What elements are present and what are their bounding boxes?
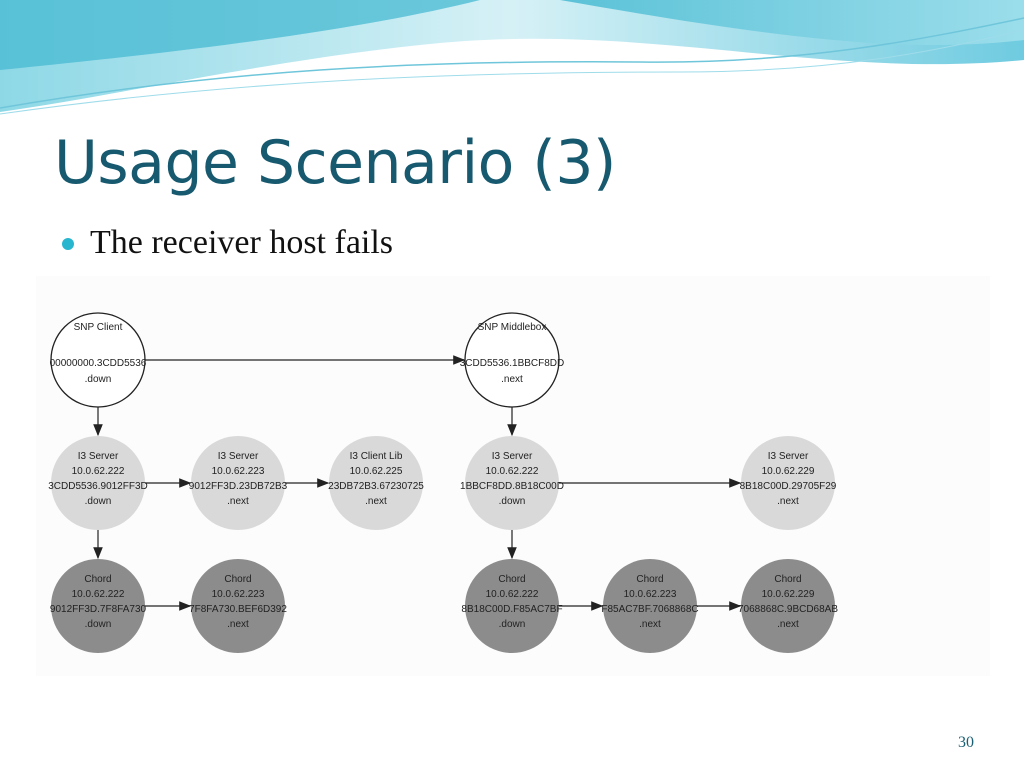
node-label-line: .next	[365, 496, 387, 507]
node-circle	[465, 559, 559, 653]
node-label-line: 7068868C.9BCD68AB	[738, 604, 838, 615]
node-label-line: 10.0.62.223	[624, 589, 677, 600]
node-circle	[741, 436, 835, 530]
node-label-line: Chord	[636, 574, 663, 585]
node-label-line: I3 Server	[218, 451, 259, 462]
node-label-line: .down	[85, 374, 112, 385]
node-label-line: 8B18C00D.29705F29	[740, 481, 837, 492]
node-label-line: 9012FF3D.7F8FA730	[50, 604, 147, 615]
node-label-line: .next	[639, 619, 661, 630]
node-chord-223-a: Chord 10.0.62.223 7F8FA730.BEF6D392 .next	[189, 559, 287, 653]
bullet-text: The receiver host fails	[90, 224, 394, 261]
node-label-line: 10.0.62.223	[212, 466, 265, 477]
node-label-line: .next	[777, 619, 799, 630]
node-label-line: .down	[499, 619, 526, 630]
node-label-line: 10.0.62.229	[762, 589, 815, 600]
node-label-line: SNP Middlebox	[478, 322, 547, 333]
node-snp-client: SNP Client 00000000.3CDD5536 .down	[50, 312, 147, 408]
node-chord-222-b: Chord 10.0.62.222 8B18C00D.F85AC7BF .down	[461, 559, 563, 653]
node-label-line: 3CDD5536.9012FF3D	[48, 481, 148, 492]
node-label-line: SNP Client	[74, 322, 123, 333]
node-circle	[465, 436, 559, 530]
node-label-line: 10.0.62.229	[762, 466, 815, 477]
node-circle	[191, 436, 285, 530]
node-label-line: .next	[777, 496, 799, 507]
node-snp-middlebox: SNP Middlebox 3CDD5536.1BBCF8DD .next	[460, 312, 565, 408]
node-label-line: Chord	[498, 574, 525, 585]
header-wave-decoration	[0, 0, 1024, 115]
node-label-line: 10.0.62.222	[486, 589, 539, 600]
node-circle	[51, 559, 145, 653]
node-circle	[741, 559, 835, 653]
bullet-item: The receiver host fails	[62, 224, 393, 262]
node-label-line: 9012FF3D.23DB72B3	[189, 481, 288, 492]
node-chord-229: Chord 10.0.62.229 7068868C.9BCD68AB .next	[738, 559, 838, 653]
node-label-line: 8B18C00D.F85AC7BF	[461, 604, 562, 615]
node-label-line: Chord	[774, 574, 801, 585]
node-i3-server-222-a: I3 Server 10.0.62.222 3CDD5536.9012FF3D .do…	[48, 436, 148, 530]
node-circle	[329, 436, 423, 530]
slide-title: Usage Scenario (3)	[54, 128, 616, 198]
slide-number: 30	[958, 734, 974, 751]
diagram-canvas: SNP Client 00000000.3CDD5536 .down SNP Midd…	[48, 312, 838, 653]
node-label-line: F85AC7BF.7068868C	[601, 604, 698, 615]
node-label-line: 10.0.62.222	[72, 589, 125, 600]
scenario-diagram: SNP Client 00000000.3CDD5536 .down SNP Midd…	[36, 276, 990, 676]
node-label-line: .next	[501, 374, 523, 385]
node-label-line: 23DB72B3.67230725	[328, 481, 424, 492]
node-i3-server-223: I3 Server 10.0.62.223 9012FF3D.23DB72B3 .ne…	[189, 436, 288, 530]
node-label-line: I3 Server	[78, 451, 119, 462]
node-circle	[50, 312, 146, 408]
node-circle	[51, 436, 145, 530]
node-label-line: 1BBCF8DD.8B18C00D	[460, 481, 564, 492]
node-label-line: I3 Server	[768, 451, 809, 462]
node-label-line: 00000000.3CDD5536	[50, 358, 147, 369]
node-label-line: Chord	[224, 574, 251, 585]
node-label-line: Chord	[84, 574, 111, 585]
node-chord-222-a: Chord 10.0.62.222 9012FF3D.7F8FA730 .down	[50, 559, 147, 653]
bullet-dot-icon	[62, 238, 74, 250]
node-i3-server-229: I3 Server 10.0.62.229 8B18C00D.29705F29 .ne…	[740, 436, 837, 530]
node-label-line: 10.0.62.223	[212, 589, 265, 600]
node-label-line: I3 Server	[492, 451, 533, 462]
node-i3-client-lib-225: I3 Client Lib 10.0.62.225 23DB72B3.6723072…	[328, 436, 424, 530]
node-label-line: .down	[85, 496, 112, 507]
node-label-line: 3CDD5536.1BBCF8DD	[460, 358, 565, 369]
node-circle	[191, 559, 285, 653]
node-i3-server-222-b: I3 Server 10.0.62.222 1BBCF8DD.8B18C00D .do…	[460, 436, 564, 530]
node-label-line: .down	[499, 496, 526, 507]
node-label-line: .next	[227, 496, 249, 507]
node-label-line: .next	[227, 619, 249, 630]
node-label-line: 10.0.62.222	[72, 466, 125, 477]
node-circle	[464, 312, 560, 408]
node-label-line: 10.0.62.222	[486, 466, 539, 477]
node-label-line: 7F8FA730.BEF6D392	[189, 604, 287, 615]
node-label-line: 10.0.62.225	[350, 466, 403, 477]
node-label-line: I3 Client Lib	[350, 451, 403, 462]
node-circle	[603, 559, 697, 653]
node-label-line: .down	[85, 619, 112, 630]
